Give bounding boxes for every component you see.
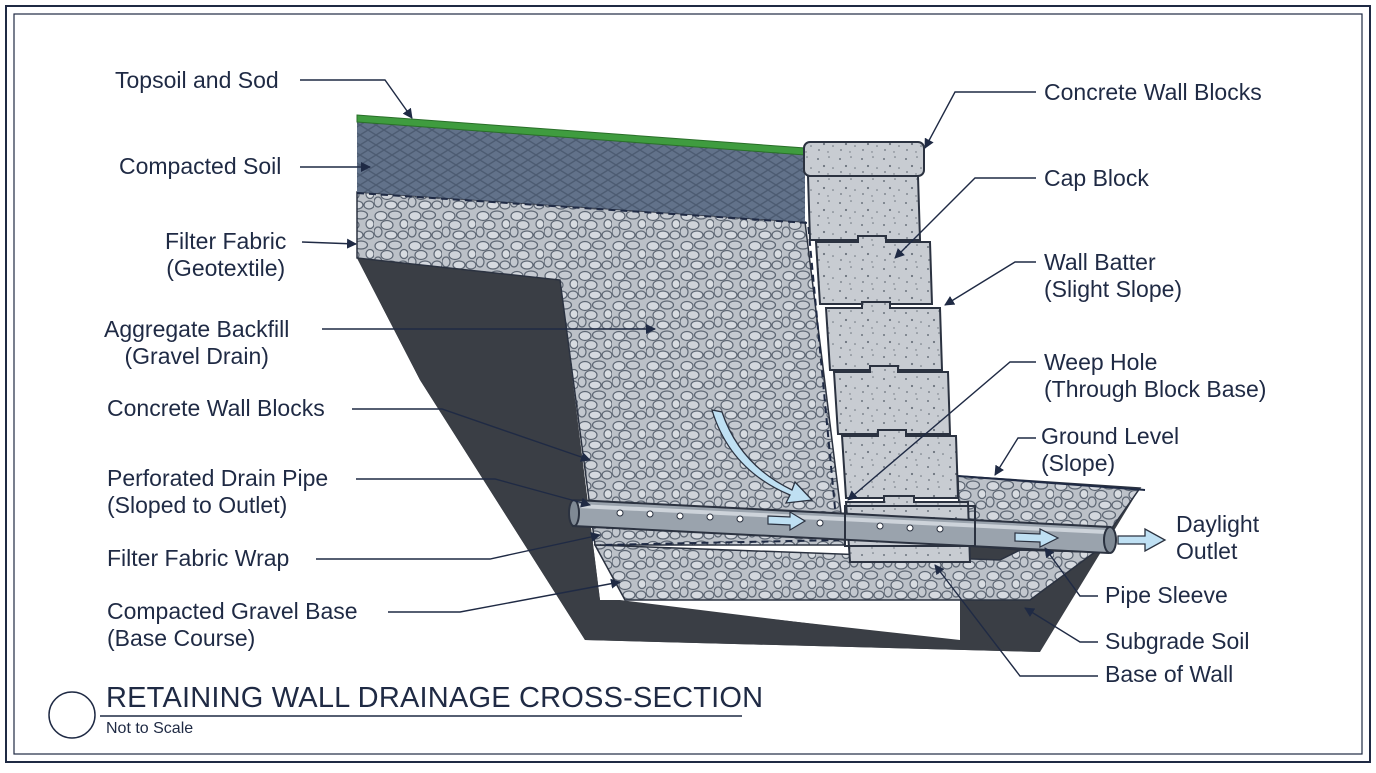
drain-pipe [568, 498, 1117, 555]
label-compacted-soil: Compacted Soil [119, 153, 281, 180]
leader-gravel-base [388, 578, 621, 613]
wall-block-2 [814, 235, 934, 305]
leader-ground-level [994, 437, 1036, 476]
label-line: Daylight [1176, 511, 1260, 537]
diagram-title: RETAINING WALL DRAINAGE CROSS-SECTION [106, 682, 764, 714]
wall-block-3 [824, 301, 944, 371]
label-line: (Geotextile) [166, 255, 286, 281]
label-ground-level: Ground Level(Slope) [1041, 423, 1179, 477]
wall-block-5 [840, 429, 960, 499]
label-compacted-gravel-base: Compacted Gravel Base(Base Course) [107, 598, 358, 652]
wall-block-4 [832, 365, 952, 435]
subgrade-soil-left [357, 258, 1040, 652]
leader-fabric-wrap [316, 532, 601, 560]
label-line: Cap Block [1044, 165, 1149, 191]
leader-subgrade [1024, 607, 1098, 643]
filter-fabric [356, 192, 840, 546]
leader-cap-block [894, 177, 1036, 259]
label-weep-hole: Weep Hole(Through Block Base) [1044, 349, 1266, 403]
label-line: Weep Hole [1044, 349, 1158, 375]
title-circle [48, 691, 96, 739]
label-line: Ground Level [1041, 423, 1180, 449]
label-concrete-wall-blocks-left: Concrete Wall Blocks [107, 395, 325, 422]
leader-weep-hole [847, 361, 1036, 501]
label-line: Concrete Wall Blocks [107, 395, 325, 421]
label-line: (Sloped to Outlet) [107, 492, 288, 518]
label-line: Perforated Drain Pipe [107, 465, 329, 491]
outer-border [5, 5, 1371, 763]
leader-blocks-left [352, 408, 591, 462]
label-aggregate-backfill: Aggregate Backfill(Gravel Drain) [104, 316, 289, 370]
leader-pipe-sleeve [1044, 547, 1098, 597]
leader-filter-fabric [301, 238, 357, 249]
wall-block-1 [806, 175, 922, 241]
label-line: Topsoil and Sod [115, 67, 279, 93]
inner-border [13, 13, 1363, 755]
ground-level-line [957, 475, 1146, 491]
label-line: Compacted Soil [119, 153, 282, 179]
label-concrete-wall-blocks-right: Concrete Wall Blocks [1044, 79, 1262, 106]
label-line: Filter Fabric [165, 228, 287, 254]
daylight-outlet-arrow [1117, 527, 1167, 553]
gravel-base [593, 544, 1098, 601]
pipe-sleeve [844, 505, 976, 547]
label-line: Compacted Gravel Base [107, 598, 358, 624]
label-line: (Gravel Drain) [124, 343, 269, 369]
label-line: (Through Block Base) [1044, 376, 1267, 402]
label-line: Base of Wall [1105, 661, 1234, 687]
label-pipe-sleeve: Pipe Sleeve [1105, 582, 1228, 609]
label-line: Wall Batter [1044, 249, 1156, 275]
leader-drain-pipe [356, 478, 591, 508]
label-line: (Base Course) [107, 625, 256, 651]
diagram-subtitle: Not to Scale [106, 720, 194, 737]
label-filter-fabric-wrap: Filter Fabric Wrap [107, 545, 289, 572]
label-topsoil-sod: Topsoil and Sod [115, 67, 279, 94]
label-line: (Slight Slope) [1044, 276, 1183, 302]
leader-topsoil [300, 79, 413, 119]
label-line: (Slope) [1041, 450, 1116, 476]
label-line: Pipe Sleeve [1105, 582, 1228, 608]
leader-lines [300, 79, 1098, 677]
label-perforated-drain-pipe: Perforated Drain Pipe(Sloped to Outlet) [107, 465, 328, 519]
label-line: Outlet [1176, 538, 1238, 564]
label-cap-block: Cap Block [1044, 165, 1149, 192]
label-line: Subgrade Soil [1105, 628, 1250, 654]
label-line: Aggregate Backfill [104, 316, 290, 342]
label-base-of-wall: Base of Wall [1105, 661, 1233, 688]
leader-blocks-right [924, 91, 1036, 149]
cap-block [803, 141, 925, 177]
label-line: Concrete Wall Blocks [1044, 79, 1262, 105]
label-subgrade-soil: Subgrade Soil [1105, 628, 1250, 655]
label-wall-batter: Wall Batter(Slight Slope) [1044, 249, 1182, 303]
label-line: Filter Fabric Wrap [107, 545, 290, 571]
label-filter-fabric: Filter Fabric(Geotextile) [165, 228, 286, 282]
water-flow-arrow [711, 409, 814, 504]
leader-base-of-wall [934, 564, 1098, 677]
leader-wall-batter [944, 261, 1036, 306]
